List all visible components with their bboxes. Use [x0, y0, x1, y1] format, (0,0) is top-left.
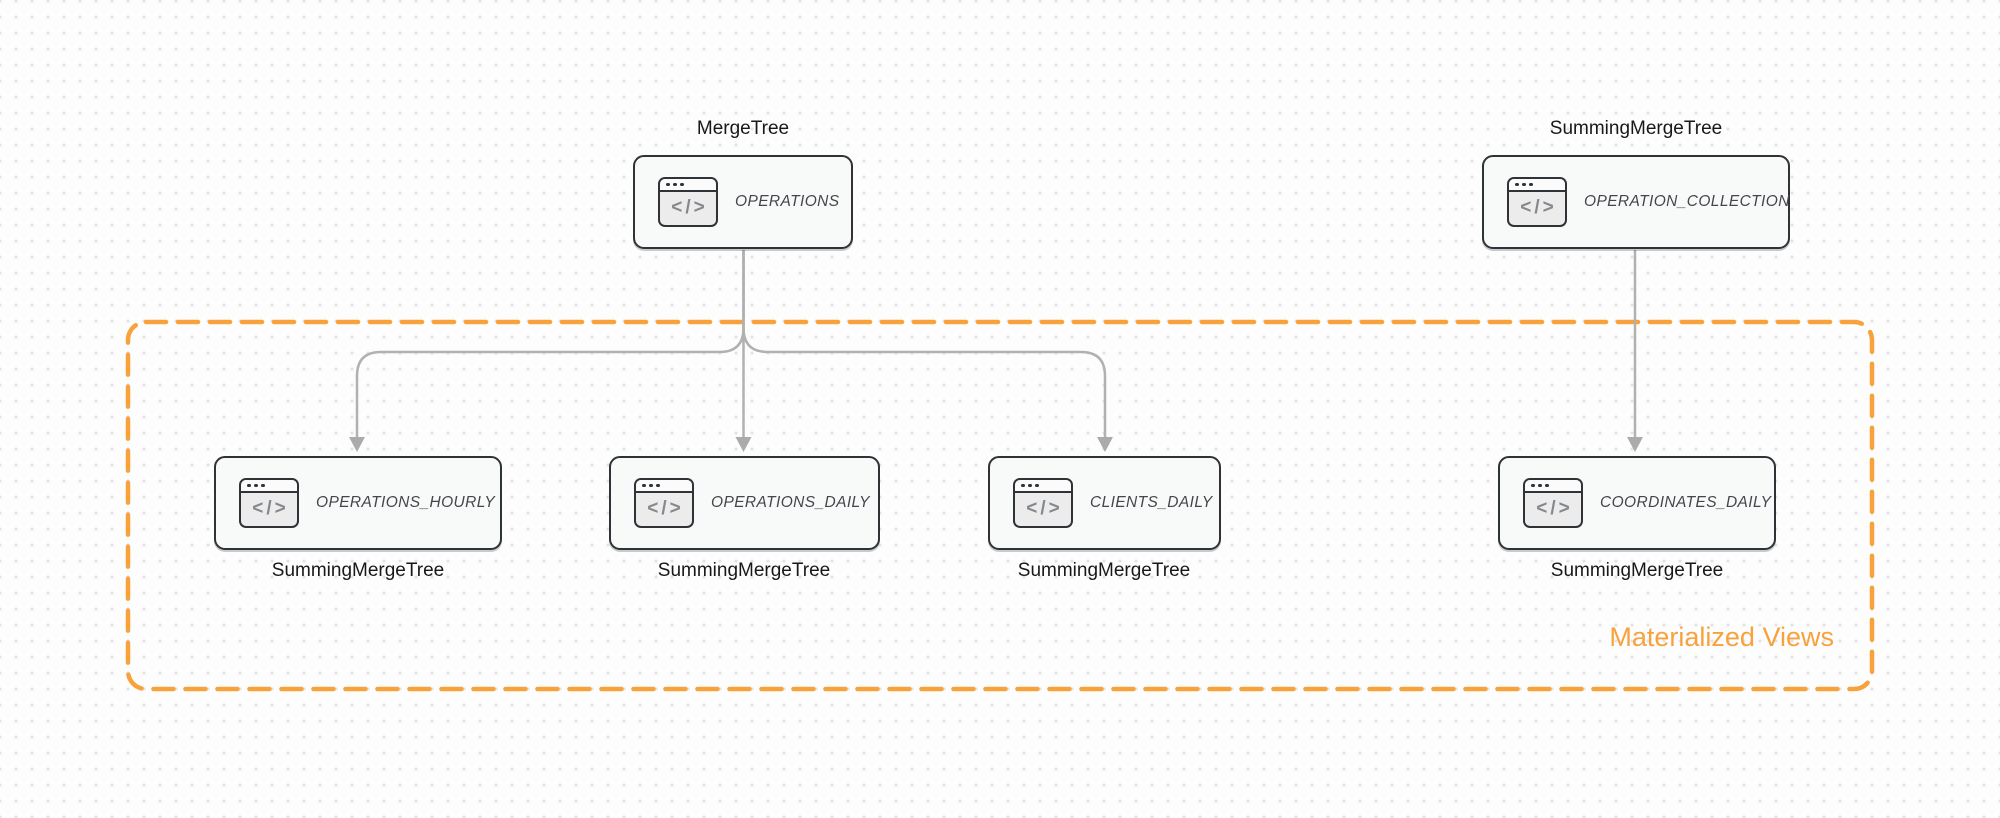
code-window-icon: </> — [634, 478, 694, 528]
engine-label-operations-daily: SummingMergeTree — [657, 560, 831, 581]
engine-label-clients-daily: SummingMergeTree — [1017, 560, 1191, 581]
arrowhead-coordinates-daily — [1627, 437, 1643, 452]
code-window-icon: </> — [239, 478, 299, 528]
code-window-dots — [1509, 179, 1565, 192]
code-glyph: </> — [647, 498, 684, 519]
code-window-dots — [660, 179, 716, 192]
code-window-icon: </> — [1507, 177, 1567, 227]
node-operations[interactable]: </> OPERATIONS — [633, 155, 853, 249]
code-glyph: </> — [671, 197, 708, 218]
engine-label-operation-collection: SummingMergeTree — [1549, 118, 1723, 139]
materialized-views-label: Materialized Views — [1609, 622, 1834, 652]
code-window-dots — [1525, 480, 1581, 493]
node-title: COORDINATES_DAILY — [1600, 494, 1772, 511]
node-title: OPERATIONS_HOURLY — [316, 494, 496, 511]
code-window-icon: </> — [658, 177, 718, 227]
node-operations-hourly[interactable]: </> OPERATIONS_HOURLY — [214, 456, 502, 550]
code-glyph: </> — [252, 498, 289, 519]
engine-label-operations: MergeTree — [696, 118, 790, 139]
arrowhead-operations-hourly — [349, 437, 365, 452]
code-window-dots — [1015, 480, 1071, 493]
code-window-icon: </> — [1013, 478, 1073, 528]
node-title: OPERATION_COLLECTION — [1584, 193, 1790, 210]
engine-label-operations-hourly: SummingMergeTree — [271, 560, 445, 581]
engine-label-coordinates-daily: SummingMergeTree — [1550, 560, 1724, 581]
node-operations-daily[interactable]: </> OPERATIONS_DAILY — [609, 456, 880, 550]
code-window-icon: </> — [1523, 478, 1583, 528]
code-glyph: </> — [1520, 197, 1557, 218]
code-glyph: </> — [1536, 498, 1573, 519]
code-glyph: </> — [1026, 498, 1063, 519]
node-operation-collection[interactable]: </> OPERATION_COLLECTION — [1482, 155, 1790, 249]
node-title: CLIENTS_DAILY — [1090, 494, 1213, 511]
arrowhead-clients-daily — [1097, 437, 1113, 452]
materialized-views-boundary — [125, 319, 1875, 692]
node-clients-daily[interactable]: </> CLIENTS_DAILY — [988, 456, 1221, 550]
edge-operations-to-clients-daily — [742, 250, 1107, 438]
node-title: OPERATIONS_DAILY — [711, 494, 870, 511]
arrowhead-operations-daily — [735, 437, 752, 452]
code-window-dots — [636, 480, 692, 493]
code-window-dots — [241, 480, 297, 493]
edge-operations-to-operations-hourly — [355, 250, 745, 438]
node-coordinates-daily[interactable]: </> COORDINATES_DAILY — [1498, 456, 1776, 550]
node-title: OPERATIONS — [735, 193, 840, 210]
